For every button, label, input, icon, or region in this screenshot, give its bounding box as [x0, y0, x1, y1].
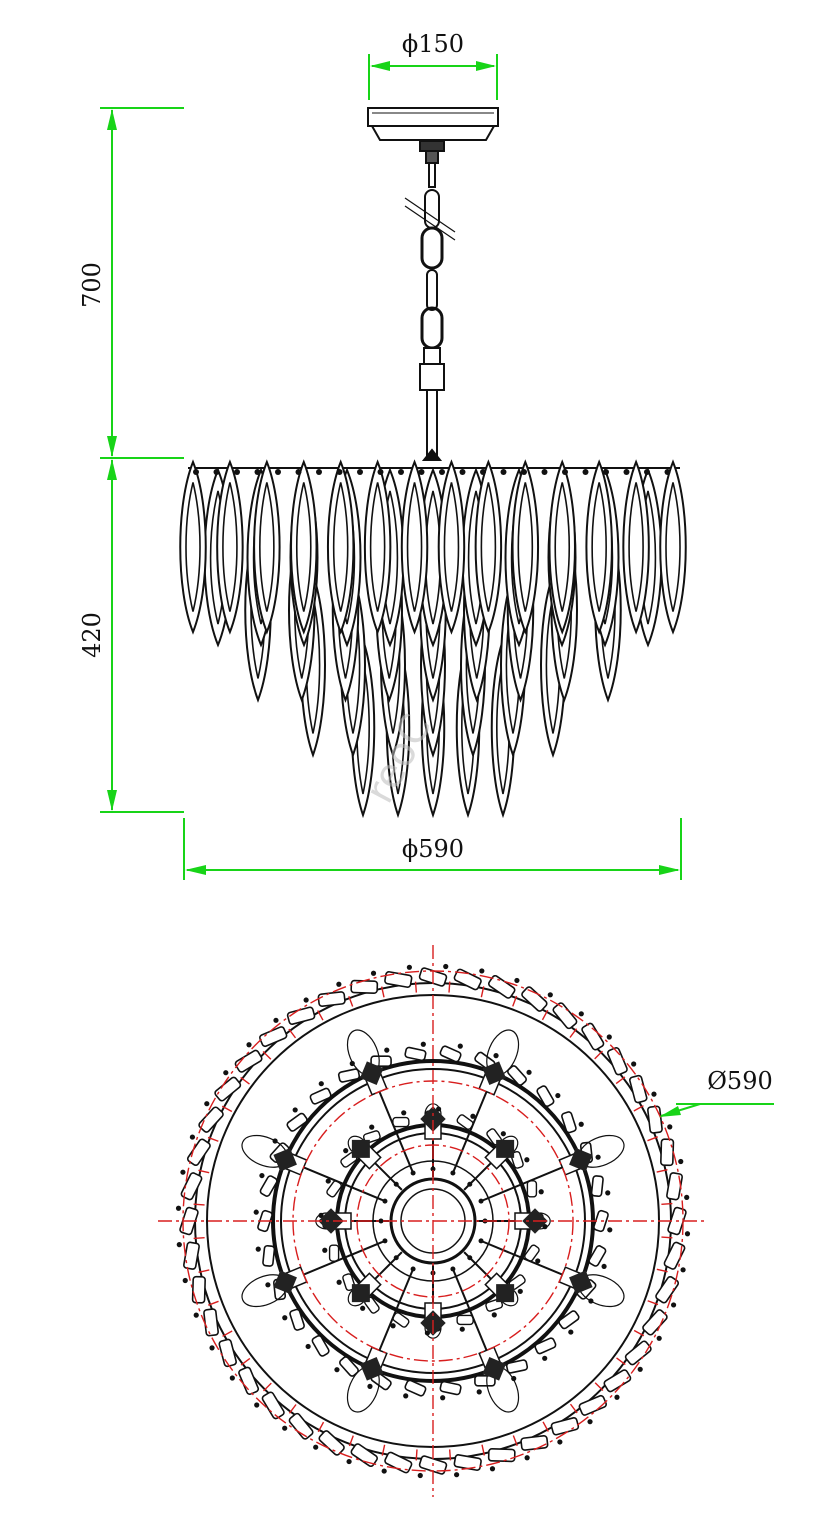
top-diameter-label: Ø590 [707, 1067, 772, 1095]
side-dimensions [100, 54, 682, 880]
body-diameter-label: ϕ590 [402, 835, 464, 863]
crystal [511, 459, 540, 635]
top-view [158, 945, 708, 1497]
crystal [216, 459, 244, 635]
crystal-tiers [179, 459, 687, 819]
body-height-label: 420 [78, 612, 106, 658]
suspension-chain [404, 189, 456, 461]
crystal [622, 459, 650, 635]
side-view [179, 107, 687, 819]
crystal [253, 459, 281, 635]
crystal [548, 459, 576, 635]
crystal [437, 459, 466, 635]
crystal [326, 459, 355, 635]
top-diameter-leader [659, 1103, 774, 1117]
center-lines [158, 945, 708, 1497]
crystal [659, 459, 687, 635]
crystal [400, 459, 429, 635]
crystal [585, 459, 613, 635]
canopy-diameter-label: ϕ150 [402, 30, 464, 58]
ceiling-canopy [367, 107, 499, 188]
crystal [290, 459, 318, 635]
crystal [179, 459, 207, 635]
drop-height-label: 700 [78, 262, 106, 308]
crystal [363, 459, 392, 635]
crystal [474, 459, 503, 635]
